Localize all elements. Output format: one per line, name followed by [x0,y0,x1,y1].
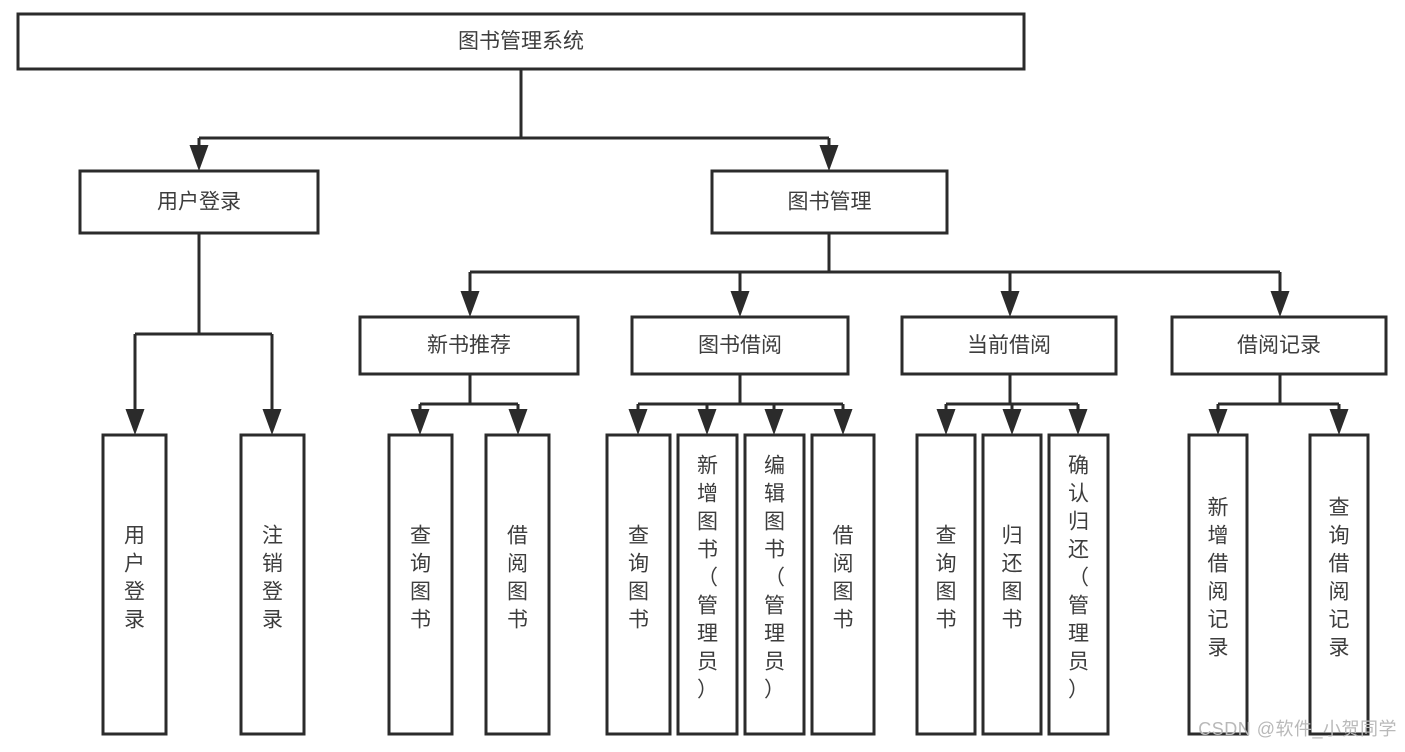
arrow-head-current [1000,291,1020,317]
arrow-head-records [1270,291,1290,317]
node-box-leaf-return-book[interactable] [981,433,1043,736]
node-label-leaf-add-book: 新增图书（管理员） [697,455,718,702]
arrow-head-leaf-return-book [1002,409,1022,435]
node-label-newbook: 新书推荐 [427,334,511,357]
node-label-leaf-borrow-book-2: 借阅图书 [833,525,854,632]
node-box-leaf-confirm-return[interactable] [1047,433,1110,736]
node-box-leaf-query-record[interactable] [1308,433,1370,736]
node-box-current[interactable] [900,315,1118,376]
node-box-newbook[interactable] [358,315,580,376]
node-label-current: 当前借阅 [967,334,1051,357]
node-box-leaf-query-book-1[interactable] [387,433,454,736]
node-label-leaf-user-logout: 注销登录 [262,525,283,632]
arrow-head-leaf-user-login [125,409,145,435]
arrow-head-leaf-edit-book [764,409,784,435]
node-label-borrow: 图书借阅 [698,334,782,357]
node-box-bookmgmt[interactable] [710,169,949,235]
arrow-head-leaf-borrow-book-1 [508,409,528,435]
node-label-leaf-edit-book: 编辑图书（管理员） [764,455,785,702]
node-box-leaf-add-book[interactable] [676,433,739,736]
arrow-head-login [189,145,209,171]
node-label-leaf-query-record: 查询借阅记录 [1329,497,1350,660]
node-label-bookmgmt: 图书管理 [788,191,872,214]
node-label-leaf-user-login: 用户登录 [124,525,145,632]
node-label-leaf-confirm-return: 确认归还（管理员） [1068,455,1089,702]
node-box-leaf-borrow-book-2[interactable] [810,433,876,736]
arrow-head-leaf-user-logout [262,409,282,435]
arrow-head-leaf-confirm-return [1068,409,1088,435]
node-label-records: 借阅记录 [1237,334,1321,357]
node-label-leaf-query-book-1: 查询图书 [410,525,431,632]
node-label-leaf-return-book: 归还图书 [1002,525,1023,632]
arrow-head-borrow [730,291,750,317]
arrow-head-leaf-borrow-book-2 [833,409,853,435]
node-label-leaf-query-book-2: 查询图书 [628,525,649,632]
arrow-head-bookmgmt [819,145,839,171]
node-box-borrow[interactable] [630,315,850,376]
arrow-head-leaf-query-book-1 [410,409,430,435]
node-box-leaf-borrow-book-1[interactable] [484,433,551,736]
arrow-head-leaf-query-book-3 [936,409,956,435]
node-label-leaf-borrow-book-1: 借阅图书 [507,525,528,632]
node-label-login: 用户登录 [157,191,241,214]
node-box-login[interactable] [78,169,320,235]
node-box-leaf-edit-book[interactable] [743,433,806,736]
arrow-head-leaf-add-record [1208,409,1228,435]
arrow-head-leaf-query-record [1329,409,1349,435]
node-box-leaf-user-login[interactable] [101,433,168,736]
node-box-leaf-user-logout[interactable] [239,433,306,736]
node-label-root: 图书管理系统 [458,30,584,53]
node-box-records[interactable] [1170,315,1388,376]
node-label-leaf-add-record: 新增借阅记录 [1208,497,1229,660]
node-box-leaf-query-book-2[interactable] [605,433,672,736]
node-box-leaf-query-book-3[interactable] [915,433,977,736]
arrow-head-leaf-add-book [697,409,717,435]
node-box-leaf-add-record[interactable] [1187,433,1249,736]
arrow-head-newbook [460,291,480,317]
node-label-leaf-query-book-3: 查询图书 [936,525,957,632]
arrow-head-leaf-query-book-2 [628,409,648,435]
node-box-root[interactable] [16,12,1026,71]
